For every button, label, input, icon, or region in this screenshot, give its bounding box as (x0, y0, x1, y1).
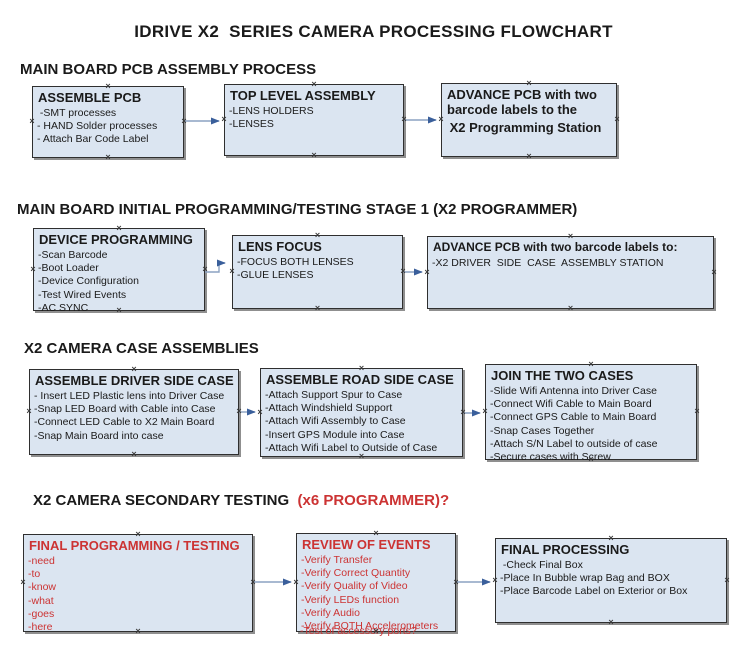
box-item: -Verify BOTH Accelerometers (301, 620, 439, 633)
section-heading-secondary-testing: X2 CAMERA SECONDARY TESTING (x6 PROGRAMM… (33, 492, 449, 509)
box-item: -Test Wired Events (38, 288, 127, 301)
box-item: -Attach S/N Label to outside of case (490, 437, 658, 450)
connection-point-icon: × (608, 617, 614, 627)
box-items: -Check Final Box-Place In Bubble wrap Ba… (496, 557, 726, 599)
box-item: -LENS HOLDERS (229, 105, 314, 117)
box-item: -what (28, 594, 54, 607)
box-item: -Slide Wifi Antenna into Driver Case (490, 385, 657, 397)
box-items: X2 Programming Station (442, 117, 616, 136)
box-final-programming-testing: FINAL PROGRAMMING / TESTING -need-to-kno… (20, 530, 255, 636)
box-title: FINAL PROCESSING (501, 542, 630, 557)
connection-point-icon: × (131, 449, 137, 459)
box-items: -Scan Barcode-Boot Loader-Device Configu… (34, 247, 204, 315)
box-item: -Verify LEDs function (301, 593, 400, 606)
box-item: -Snap LED Board with Cable into Case (34, 403, 216, 416)
box-items: -Verify Transfer-Verify Correct Quantity… (297, 552, 455, 633)
box-item: -need (28, 555, 55, 567)
box-title: ADVANCE PCB with two barcode labels to t… (447, 87, 601, 117)
box-item: -AC SYNC (38, 301, 89, 314)
box-item: -FOCUS BOTH LENSES (237, 256, 354, 268)
box-item: -Place Barcode Label on Exterior or Box (500, 585, 688, 598)
box-item: -goes (28, 607, 55, 620)
box-item: - Insert LED Plastic lens into Driver Ca… (34, 390, 225, 402)
page-title: IDRIVE X2 SERIES CAMERA PROCESSING FLOWC… (134, 22, 613, 41)
box-items: -need-to-know-what-goes-here (24, 553, 252, 634)
box-item: -Device Configuration (38, 275, 139, 288)
box-review-of-events: REVIEW OF EVENTS -Verify Transfer-Verify… (293, 529, 458, 638)
box-items: -Attach Support Spur to Case-Attach Wind… (261, 387, 462, 455)
box-item: -Snap Cases Together (490, 424, 595, 437)
connection-point-icon: × (105, 152, 111, 162)
box-item: -LENSES (229, 118, 274, 131)
box-item: -Verify Transfer (301, 554, 373, 566)
box-advance-pcb-programming-station: ADVANCE PCB with two barcode labels to t… (438, 79, 619, 161)
box-title: ADVANCE PCB with two barcode labels to: (433, 240, 678, 254)
section-heading-suffix: (x6 PROGRAMMER)? (289, 492, 450, 509)
box-item: -Attach Support Spur to Case (265, 389, 403, 401)
box-title: REVIEW OF EVENTS (302, 537, 431, 552)
connection-point-icon: × (567, 303, 574, 313)
box-item: - Attach Bar Code Label (37, 133, 149, 146)
box-item: -X2 DRIVER SIDE CASE ASSEMBLY STATION (432, 257, 664, 269)
box-assemble-road-side-case: ASSEMBLE ROAD SIDE CASE -Attach Support … (257, 364, 465, 461)
box-item: -Attach Wifi Label to Outside of Case (265, 441, 438, 454)
box-item: X2 Programming Station (446, 120, 602, 135)
box-item: -Boot Loader (38, 262, 99, 275)
section-heading-pcb-assembly: MAIN BOARD PCB ASSEMBLY PROCESS (20, 61, 317, 78)
box-title: LENS FOCUS (238, 239, 322, 254)
box-item: -Verify Correct Quantity (301, 567, 411, 580)
box-items: -Slide Wifi Antenna into Driver Case-Con… (486, 383, 696, 464)
box-item: -to (28, 568, 41, 581)
box-items: - Insert LED Plastic lens into Driver Ca… (30, 388, 238, 443)
box-items: -SMT processes- HAND Solder processes- A… (33, 105, 183, 147)
box-item: -Insert GPS Module into Case (265, 428, 405, 441)
box-items: -X2 DRIVER SIDE CASE ASSEMBLY STATION (428, 255, 713, 270)
box-item: -Check Final Box (500, 559, 583, 571)
connection-point-icon: × (311, 150, 317, 160)
box-assemble-pcb: ASSEMBLE PCB -SMT processes- HAND Solder… (29, 82, 186, 162)
box-title: ASSEMBLE PCB (38, 90, 142, 105)
box-item: -Connect GPS Cable to Main Board (490, 411, 657, 424)
box-item: -Connect LED Cable to X2 Main Board (34, 416, 215, 429)
connection-point-icon: × (526, 151, 532, 161)
section-heading-initial-programming: MAIN BOARD INITIAL PROGRAMMING/TESTING S… (17, 201, 578, 218)
box-item: -Secure cases with Screw (490, 451, 611, 464)
box-title: JOIN THE TWO CASES (491, 368, 634, 383)
box-final-processing: FINAL PROCESSING -Check Final Box-Place … (492, 534, 729, 627)
box-item: -GLUE LENSES (237, 269, 314, 282)
section-heading-case-assemblies: X2 CAMERA CASE ASSEMBLIES (24, 340, 259, 357)
box-title: TOP LEVEL ASSEMBLY (230, 88, 376, 103)
box-advance-pcb-case-assembly: ADVANCE PCB with two barcode labels to: … (424, 232, 716, 313)
section-heading-text: X2 CAMERA SECONDARY TESTING (33, 492, 290, 509)
box-item: -Verify Audio (301, 606, 360, 619)
box-item: - HAND Solder processes (37, 120, 158, 133)
box-item-overflow: -Test of accessory ports? (300, 625, 417, 637)
box-item: -SMT processes (37, 107, 117, 119)
box-item: -Attach Windshield Support (265, 402, 393, 415)
box-top-level-assembly: TOP LEVEL ASSEMBLY -LENS HOLDERS-LENSES … (221, 80, 406, 160)
box-item: -here (28, 621, 53, 634)
box-item: -Attach Wifi Assembly to Case (265, 415, 406, 428)
box-assemble-driver-side-case: ASSEMBLE DRIVER SIDE CASE - Insert LED P… (26, 365, 241, 459)
box-lens-focus: LENS FOCUS -FOCUS BOTH LENSES-GLUE LENSE… (229, 231, 405, 313)
box-item: -Snap Main Board into case (34, 429, 164, 442)
box-item: -Scan Barcode (38, 249, 108, 261)
box-item: -know (28, 581, 57, 594)
box-item: -Connect Wifi Cable to Main Board (490, 398, 652, 411)
box-title: ASSEMBLE DRIVER SIDE CASE (35, 373, 234, 388)
box-items: -LENS HOLDERS-LENSES (225, 103, 403, 131)
box-item: -Verify Quality of Video (301, 580, 408, 593)
box-join-the-two-cases: JOIN THE TWO CASES -Slide Wifi Antenna i… (482, 360, 699, 464)
box-device-programming: DEVICE PROGRAMMING -Scan Barcode-Boot Lo… (30, 224, 207, 315)
box-items: -FOCUS BOTH LENSES-GLUE LENSES (233, 254, 402, 282)
box-title: FINAL PROGRAMMING / TESTING (29, 538, 240, 553)
box-title: ASSEMBLE ROAD SIDE CASE (266, 372, 454, 387)
connection-point-icon: × (314, 303, 321, 313)
box-title: DEVICE PROGRAMMING (39, 232, 193, 247)
box-item: -Place In Bubble wrap Bag and BOX (500, 572, 670, 585)
connector-arrow-3 (205, 259, 226, 273)
